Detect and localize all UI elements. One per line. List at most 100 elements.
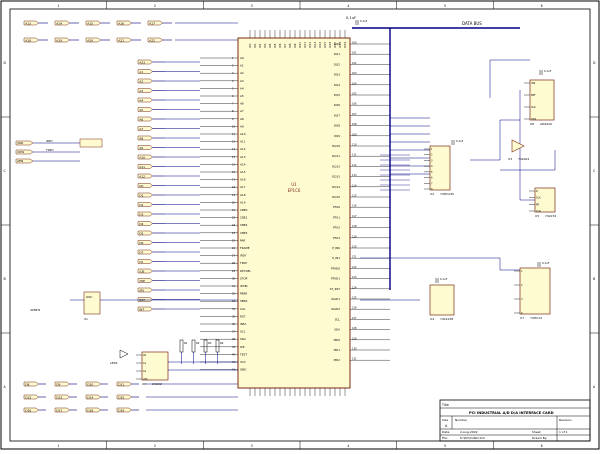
led-label: LED1 <box>110 361 118 365</box>
net-flag-left-21-tag <box>137 259 153 264</box>
main-left-pin-num: 28 <box>232 262 236 265</box>
main-top-pin-label: IO1 <box>253 43 257 48</box>
zone-row-right: B <box>593 277 595 281</box>
oscillator-value: 40MHz <box>30 308 41 312</box>
chip-u7-ref: U7 <box>520 316 524 320</box>
input-port-label: AEN <box>17 159 23 163</box>
sheet-value: 1 of 1 <box>559 430 568 434</box>
net-flag-left-22-label: /OE <box>139 269 144 273</box>
led-icon <box>119 349 129 359</box>
net-flag-a14-tag <box>54 20 70 26</box>
main-left-pin-label: A5 <box>240 94 244 98</box>
main-left-pin-label: A2 <box>240 71 244 75</box>
main-top-pin-label: IO7 <box>283 43 287 48</box>
main-right-pin-label: DQ4 <box>334 83 340 87</box>
chip-u5-ref: U5 <box>535 214 539 218</box>
sheet-label: Sheet <box>532 430 541 434</box>
main-left-pin-num: 16 <box>232 171 236 174</box>
main-left-pin-num: 35 <box>232 315 236 318</box>
net-flag-left-17-tag <box>137 221 153 226</box>
net-flag-left-24-tag <box>137 287 153 293</box>
net-flag-bottom-d16-label: D16 <box>25 408 31 412</box>
net-flag-bottom-d13-tag <box>54 394 70 400</box>
main-right-pin-label: DQ6 <box>334 103 340 107</box>
main-left-pin-num: 33 <box>232 300 236 303</box>
net-flag-left-0-tag <box>137 59 153 65</box>
main-left-pin-num: 17 <box>232 179 236 182</box>
main-left-pin-label: A0 <box>240 56 244 60</box>
main-right-pin-num: 119 <box>352 235 357 238</box>
chip-u4-ref: U4 <box>430 317 434 321</box>
main-left-pin-label: A11 <box>240 140 246 144</box>
net-flag-left-14-label: D1 <box>139 193 143 197</box>
net-flag-bottom-d9-tag <box>54 381 70 387</box>
resistor-body <box>191 339 196 353</box>
main-left-pin-label: A13 <box>240 155 246 159</box>
chip-u5-body <box>534 187 556 213</box>
zone-col-top: 6 <box>541 4 543 8</box>
chip-u8-body <box>141 351 169 381</box>
main-left-pin-num: 1 <box>232 57 234 60</box>
main-left-pin-num: 11 <box>232 133 236 136</box>
main-left-pin-num: 19 <box>232 194 236 197</box>
size-label: Size <box>442 418 448 422</box>
main-left-pin-num: 14 <box>232 156 236 159</box>
net-flag-left-26-label: INT <box>139 307 144 311</box>
net-flag-left-16-tag <box>137 211 153 217</box>
zone-col-top: 3 <box>251 4 253 8</box>
chip-u2-pin-label: 4 <box>431 165 433 168</box>
main-left-pin-label: A15 <box>240 170 246 174</box>
main-left-pin-num: 37 <box>232 331 236 334</box>
zone-row-left: A <box>4 385 7 389</box>
main-right-pin-label: PTAD1 <box>331 277 340 281</box>
zone-col-bottom: 5 <box>444 444 446 448</box>
chip-u8-ref: U8 <box>142 382 146 386</box>
zone-col-top: 4 <box>347 4 349 8</box>
main-left-pin-label: FRAME <box>240 246 250 250</box>
main-left-pin-num: 38 <box>232 338 236 341</box>
net-flag-bottom-d19-tag <box>116 407 132 413</box>
zone-col-bottom: 1 <box>57 444 59 448</box>
net-flag-a16-tag <box>116 20 132 26</box>
number-label: Number <box>455 418 468 422</box>
net-flag-left-24-label: /RS <box>139 288 144 292</box>
zone-row-right: D <box>593 61 596 65</box>
main-right-pin-num: 109 <box>352 133 357 136</box>
file-value: D:\PCI\CARD.Sch <box>460 436 485 440</box>
net-flag-bottom-d15-tag <box>116 394 132 400</box>
main-left-pin-label: A17 <box>240 185 246 189</box>
input-port <box>15 140 34 146</box>
main-right-pin-label: DQ2 <box>334 62 340 66</box>
main-right-pin-label: DQ8 <box>334 124 340 128</box>
main-left-pin-num: 8 <box>232 110 234 113</box>
main-left-pin-label: TRDY <box>239 261 248 265</box>
net-flag-left-22-tag <box>137 268 153 274</box>
main-right-pin-label: PTAD0 <box>331 266 340 270</box>
main-left-pin-label: GND <box>240 368 246 372</box>
main-left-pin-num: 27 <box>232 255 236 258</box>
net-flag-bottom-d8-tag <box>23 381 39 387</box>
zone-row-left: C <box>4 169 7 173</box>
net-flag-a13-label: A13 <box>25 21 31 25</box>
net-flag-left-20-label: D7 <box>139 250 143 254</box>
main-left-pin-num: 5 <box>232 87 234 90</box>
main-left-pin-num: 7 <box>232 103 234 106</box>
zone-col-bottom: 6 <box>541 444 543 448</box>
chip-u4-body <box>429 284 455 316</box>
title-block-frame <box>439 399 591 442</box>
main-left-pin-num: 13 <box>232 148 236 151</box>
main-right-pin-num: 101 <box>352 52 357 55</box>
main-top-pin-label: IO8 <box>288 43 292 48</box>
main-left-pin-num: 10 <box>232 125 236 128</box>
main-left-pin-label: RST <box>240 314 246 318</box>
net-flag-bottom-d15-label: D15 <box>118 395 124 399</box>
chip-u5-pin-label: D <box>536 190 538 193</box>
main-right-pin-label: DQ13 <box>332 175 340 179</box>
main-right-pin-num: 102 <box>352 62 357 65</box>
main-left-pin-label: A14 <box>240 162 246 166</box>
input-port-label: /IOR <box>17 141 23 145</box>
main-left-pin-label: PERR <box>240 292 247 296</box>
main-right-pin-label: DQ7 <box>334 113 340 117</box>
resistor-body <box>203 339 208 353</box>
